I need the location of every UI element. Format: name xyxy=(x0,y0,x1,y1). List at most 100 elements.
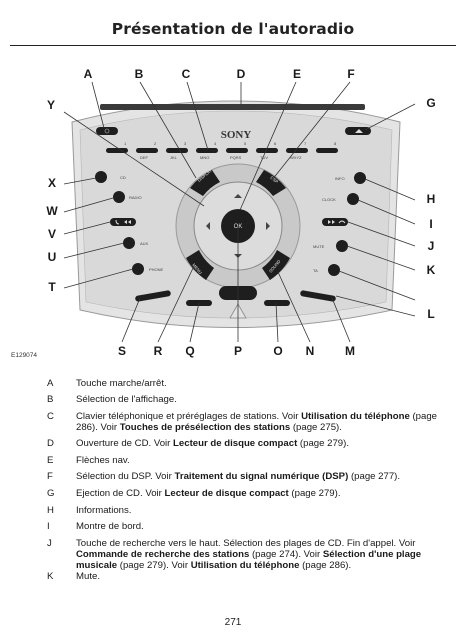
legend-description: Mute. xyxy=(76,571,456,582)
description-text: (page 279). Voir xyxy=(117,560,191,571)
description-text: (page 274). Voir xyxy=(249,549,323,560)
ta-button-label: TA xyxy=(313,268,318,273)
callout-b: B xyxy=(135,67,144,81)
preset-key[interactable] xyxy=(136,148,158,153)
cross-reference[interactable]: Lecteur de disque compact xyxy=(173,438,298,449)
callout-r: R xyxy=(154,344,163,358)
preset-key-number: 7 xyxy=(304,141,307,146)
legend-description: Ejection de CD. Voir Lecteur de disque c… xyxy=(76,488,456,499)
phone-button-label: PHONE xyxy=(149,267,164,272)
preset-key-number: 8 xyxy=(334,141,337,146)
description-text: Touche marche/arrêt. xyxy=(76,378,167,389)
nav-right-icon[interactable] xyxy=(266,222,270,230)
legend-letter: A xyxy=(47,378,54,389)
menu-button[interactable] xyxy=(186,250,214,280)
info-button[interactable]: INFO xyxy=(335,172,366,184)
cross-reference[interactable]: Touches de présélection des stations xyxy=(119,422,291,433)
callout-w: W xyxy=(46,204,58,218)
preset-key-letters: JKL xyxy=(170,155,178,160)
ta-button[interactable]: TA xyxy=(313,264,340,276)
preset-key-letters: PQRS xyxy=(230,155,242,160)
legend-letter: H xyxy=(47,505,54,516)
aux-button[interactable]: AUX xyxy=(123,237,149,249)
description-text: Flèches nav. xyxy=(76,455,130,466)
radio-button-label: RADIO xyxy=(129,195,142,200)
legend-description: Sélection de l'affichage. xyxy=(76,394,456,405)
power-icon xyxy=(104,128,110,134)
preset-key-letters: WXYZ xyxy=(290,155,302,160)
dsp-label: DSP xyxy=(269,175,279,184)
power-button[interactable] xyxy=(96,127,118,135)
legend-description: Informations. xyxy=(76,505,456,516)
eject-icon xyxy=(355,129,363,133)
callout-e: E xyxy=(293,67,301,81)
cross-reference[interactable]: Lecteur de disque compact xyxy=(164,488,289,499)
legend-description: Touche de recherche vers le haut. Sélect… xyxy=(76,538,456,571)
radio-button[interactable]: RADIO xyxy=(113,191,142,203)
lower-left-button[interactable] xyxy=(135,290,171,302)
hang-up-icon xyxy=(338,220,346,224)
description-text: Clavier téléphonique et préréglages de s… xyxy=(76,411,302,422)
aux-button-label: AUX xyxy=(140,241,149,246)
phone-button[interactable]: PHONE xyxy=(132,263,164,275)
lower-center-right-button[interactable] xyxy=(264,300,290,306)
mute-button[interactable]: MUTE xyxy=(313,240,348,252)
callout-s: S xyxy=(118,344,126,358)
figure-id: E129074 xyxy=(11,352,38,359)
description-text: (page 277). xyxy=(348,471,401,482)
phone-pickup-button[interactable] xyxy=(110,218,136,226)
preset-key[interactable] xyxy=(316,148,338,153)
legend-letter: B xyxy=(47,394,54,405)
legend-letter: E xyxy=(47,455,54,466)
menu-label: MENU xyxy=(191,262,203,275)
seek-up-button[interactable] xyxy=(322,218,348,226)
callout-u: U xyxy=(48,250,57,264)
cross-reference[interactable]: Sélection d'une plage musicale xyxy=(76,549,422,571)
nav-left-icon[interactable] xyxy=(206,222,210,230)
description-text: (page 279). xyxy=(288,488,341,499)
preset-key[interactable] xyxy=(286,148,308,153)
clock-button[interactable]: CLOCK xyxy=(322,193,359,205)
legend-description: Flèches nav. xyxy=(76,455,456,466)
description-text: (page 279). xyxy=(297,438,350,449)
cross-reference[interactable]: Commande de recherche des stations xyxy=(76,549,250,560)
callout-y: Y xyxy=(47,98,55,112)
callout-n: N xyxy=(306,344,315,358)
callout-l: L xyxy=(427,307,434,321)
preset-key-number: 6 xyxy=(274,141,277,146)
description-text: Sélection du DSP. Voir xyxy=(76,471,175,482)
description-text: (page 286). Voir xyxy=(76,411,437,433)
cross-reference[interactable]: Traitement du signal numérique (DSP) xyxy=(174,471,349,482)
preset-key[interactable] xyxy=(256,148,278,153)
preset-key[interactable] xyxy=(196,148,218,153)
preset-key[interactable] xyxy=(106,148,128,153)
dsp-button[interactable] xyxy=(256,170,286,196)
legend-letter: F xyxy=(47,471,53,482)
cd-slot[interactable] xyxy=(100,104,365,110)
lower-right-button[interactable] xyxy=(300,290,336,302)
legend-description: Sélection du DSP. Voir Traitement du sig… xyxy=(76,471,456,482)
preset-key[interactable] xyxy=(166,148,188,153)
seek-down-icon xyxy=(124,220,131,224)
preset-key[interactable] xyxy=(226,148,248,153)
cross-reference[interactable]: Utilisation du téléphone xyxy=(301,411,410,422)
legend-letter: I xyxy=(47,521,50,532)
callout-c: C xyxy=(182,67,191,81)
legend-description: Touche marche/arrêt. xyxy=(76,378,456,389)
preset-key-letters: TUV xyxy=(260,155,268,160)
cross-reference[interactable]: Utilisation du téléphone xyxy=(190,560,300,571)
description-text: Montre de bord. xyxy=(76,521,144,532)
preset-key-number: 4 xyxy=(214,141,217,146)
callout-f: F xyxy=(347,67,354,81)
callout-m: M xyxy=(345,344,355,358)
callout-j: J xyxy=(428,239,435,253)
nav-up-icon[interactable] xyxy=(234,194,242,198)
description-text: Ouverture de CD. Voir xyxy=(76,438,174,449)
cd-button[interactable]: CD xyxy=(95,171,126,183)
callout-q: Q xyxy=(185,344,194,358)
display-button[interactable] xyxy=(190,170,220,196)
page-number: 271 xyxy=(224,617,242,628)
sound-button[interactable] xyxy=(262,250,290,280)
callout-a: A xyxy=(84,67,93,81)
